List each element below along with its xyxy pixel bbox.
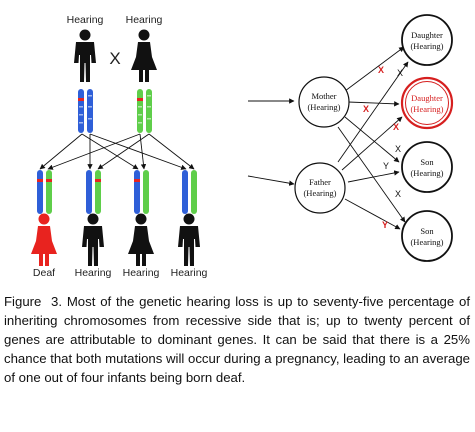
edge-mark-5: X bbox=[395, 144, 401, 154]
offspring-label-4: Hearing bbox=[171, 267, 208, 279]
node-daughter-2: Daughter (Hearing) bbox=[400, 76, 454, 130]
offspring-chromosomes-2 bbox=[86, 170, 101, 214]
node-son-2-label: Son bbox=[420, 226, 434, 236]
offspring-icon-2 bbox=[82, 213, 104, 266]
node-son-1-label: Son bbox=[420, 157, 434, 167]
edge-mark-4: X bbox=[393, 122, 399, 132]
node-daughter-2-label: Daughter bbox=[411, 93, 443, 103]
offspring-chromosomes-4 bbox=[182, 170, 197, 214]
node-son-1: Son (Hearing) bbox=[401, 141, 453, 193]
mother-chromosomes bbox=[137, 89, 152, 133]
offspring-icon-3 bbox=[128, 213, 154, 266]
offspring-icon-4 bbox=[178, 213, 200, 266]
inheritance-arrows bbox=[39, 133, 195, 170]
offspring-chromosomes-1 bbox=[37, 170, 52, 214]
parent-label-mother: Hearing bbox=[126, 14, 163, 26]
parent-label-father: Hearing bbox=[67, 14, 104, 26]
inheritance-figure: Hearing Hearing X bbox=[31, 14, 454, 279]
father-icon bbox=[74, 29, 96, 82]
caption-label: Figure bbox=[4, 294, 42, 309]
diagram-edges bbox=[247, 46, 409, 230]
caption-number: 3. bbox=[51, 294, 62, 309]
node-daughter-1: Daughter (Hearing) bbox=[401, 14, 453, 66]
cross-symbol: X bbox=[109, 49, 120, 68]
mother-icon bbox=[131, 29, 157, 82]
offspring-chromosomes-3 bbox=[134, 170, 149, 214]
caption-text: Most of the genetic hearing loss is up t… bbox=[4, 294, 471, 385]
node-daughter-1-status: (Hearing) bbox=[410, 41, 443, 51]
edge-mark-7: X bbox=[395, 189, 401, 199]
edge-mark-8: Y bbox=[382, 220, 388, 230]
node-father-label: Father bbox=[309, 177, 331, 187]
node-son-2-status: (Hearing) bbox=[410, 237, 443, 247]
edge-mark-3: X bbox=[363, 104, 369, 114]
edge-marks: X X X X X Y X Y bbox=[363, 65, 403, 230]
node-mother: Mother (Hearing) bbox=[298, 76, 350, 128]
node-daughter-1-label: Daughter bbox=[411, 30, 443, 40]
node-father: Father (Hearing) bbox=[294, 162, 346, 214]
node-son-1-status: (Hearing) bbox=[410, 168, 443, 178]
offspring-label-3: Hearing bbox=[123, 267, 160, 279]
figure-caption: Figure 3. Most of the genetic hearing lo… bbox=[4, 292, 470, 387]
offspring-icon-1 bbox=[31, 213, 57, 266]
offspring-label-2: Hearing bbox=[75, 267, 112, 279]
node-son-2: Son (Hearing) bbox=[401, 210, 453, 262]
node-daughter-2-status: (Hearing) bbox=[410, 104, 443, 114]
node-mother-status: (Hearing) bbox=[307, 102, 340, 112]
node-father-status: (Hearing) bbox=[303, 188, 336, 198]
edge-mark-2: X bbox=[397, 68, 403, 78]
father-chromosomes bbox=[78, 89, 93, 133]
offspring-label-1: Deaf bbox=[33, 267, 55, 279]
node-mother-label: Mother bbox=[311, 91, 336, 101]
edge-mark-6: Y bbox=[383, 161, 389, 171]
edge-mark-1: X bbox=[378, 65, 384, 75]
